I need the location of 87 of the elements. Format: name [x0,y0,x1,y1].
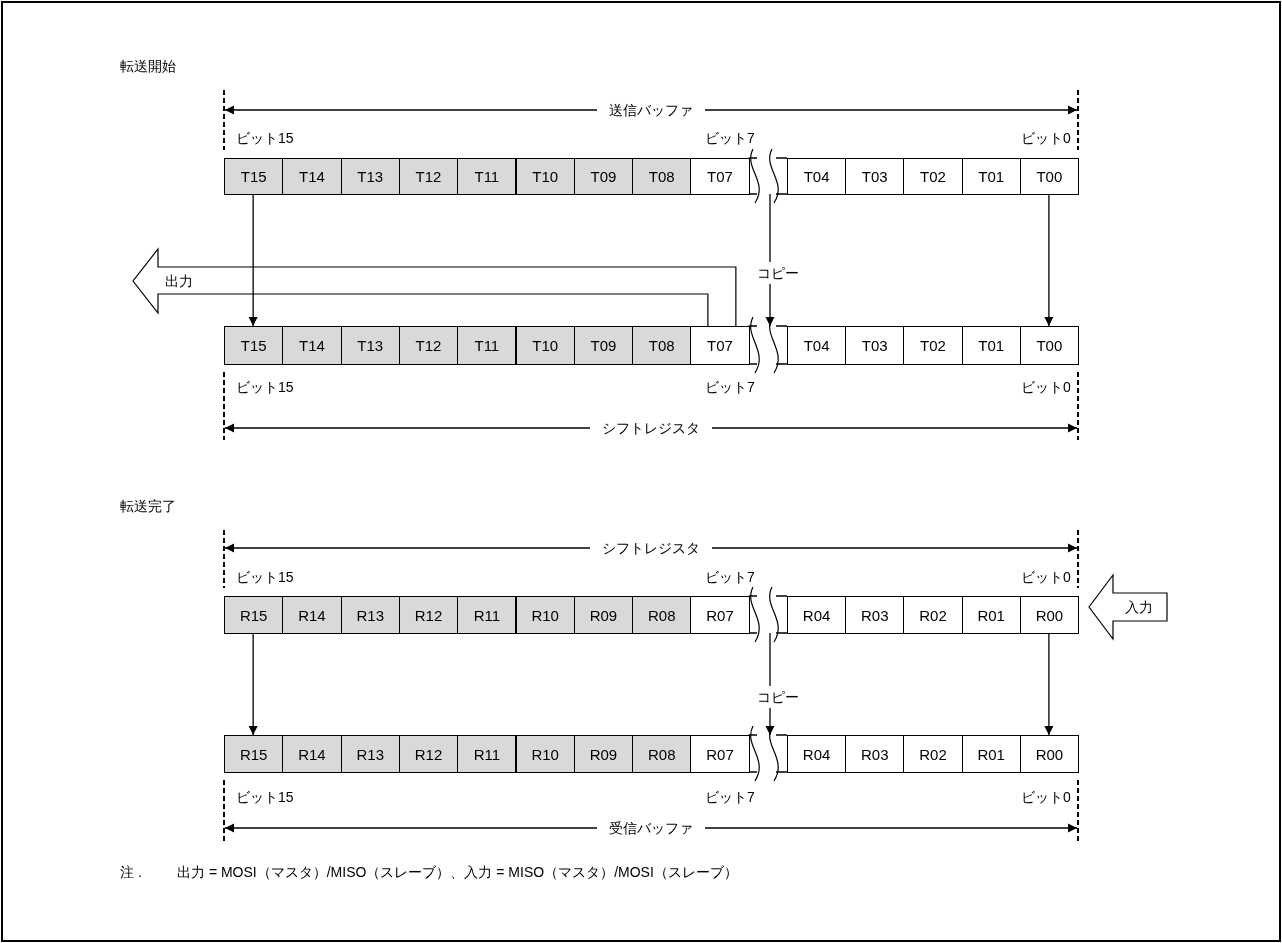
bit-label: ビット15 [236,378,294,396]
bit-cell: T01 [961,158,1021,195]
bit-cell: R04 [787,735,847,773]
note-mark: 注 . [120,863,142,881]
bit-cell: R07 [690,596,750,634]
bit-cell: R01 [961,735,1021,773]
bit-cell: R10 [515,735,575,773]
dimension-label: 受信バッファ [597,819,705,837]
bit-cell: R14 [282,596,342,634]
bit-cell: R04 [787,596,847,634]
bit-cell: R03 [845,596,905,634]
bit-cell: T07 [690,326,750,365]
bit-cell: R13 [340,735,400,773]
arrow [248,193,258,327]
bit-label: ビット15 [236,129,294,147]
bit-cell: R15 [224,735,284,773]
bit-cell: T13 [340,158,400,195]
bit-cell: R00 [1019,596,1079,634]
bit-cell: T02 [903,158,963,195]
bit-cell: R11 [457,735,517,773]
bit-label: ビット7 [705,129,755,147]
bit-cell: T01 [961,326,1021,365]
bit-cell: T03 [845,326,905,365]
bit-cell: T14 [282,326,342,365]
bit-cell: R12 [398,596,459,634]
bit-cell: T12 [398,158,459,195]
bit-cell: T04 [787,326,847,365]
bit-cell: T13 [340,326,400,365]
bit-cell: T04 [787,158,847,195]
arrow-band [229,266,737,327]
section-title: 転送開始 [120,57,176,75]
bit-cell: R02 [903,735,963,773]
bit-label: ビット7 [705,568,755,586]
bit-label: ビット0 [1021,788,1071,806]
dimension-label: シフトレジスタ [590,419,712,437]
bit-label: ビット7 [705,378,755,396]
bit-cell: R09 [573,596,634,634]
arrow-label: 入力 [1125,598,1153,616]
bit-label: ビット0 [1021,378,1071,396]
arrow [1044,632,1054,736]
bit-cell: R02 [903,596,963,634]
section-title: 転送完了 [120,497,176,515]
bit-cell: T15 [224,326,284,365]
bit-cell: R10 [515,596,575,634]
bit-cell: T09 [573,158,634,195]
bit-label: ビット7 [705,788,755,806]
bit-cell: T10 [515,326,575,365]
dimension-label: シフトレジスタ [590,539,712,557]
bit-cell: T12 [398,326,459,365]
edge-label: コピー [757,686,799,708]
bit-cell: R08 [632,735,692,773]
arrow [248,632,258,736]
bit-label: ビット15 [236,788,294,806]
bit-cell: T14 [282,158,342,195]
bit-label: ビット0 [1021,568,1071,586]
bit-label: ビット0 [1021,129,1071,147]
bit-cell: R13 [340,596,400,634]
bit-label: ビット15 [236,568,294,586]
bit-cell: R01 [961,596,1021,634]
bit-cell: T09 [573,326,634,365]
arrow [1044,193,1054,327]
bit-cell: T00 [1019,326,1079,365]
bit-cell: T08 [632,158,692,195]
dimension-label: 送信バッファ [597,101,705,119]
bit-cell: R11 [457,596,517,634]
bit-cell: T07 [690,158,750,195]
arrow-label: 出力 [165,272,193,290]
bit-cell: T10 [515,158,575,195]
bit-cell: R15 [224,596,284,634]
bit-cell: T11 [457,326,517,365]
bit-cell: T11 [457,158,517,195]
bit-cell: R03 [845,735,905,773]
bit-cell: R00 [1019,735,1079,773]
bit-cell: T02 [903,326,963,365]
bit-cell: T03 [845,158,905,195]
bit-cell: R14 [282,735,342,773]
bit-cell: T00 [1019,158,1079,195]
bit-cell: R09 [573,735,634,773]
hollow-arrow [133,249,230,313]
hollow-arrow [1089,575,1167,639]
bit-cell: R12 [398,735,459,773]
note: 出力 = MOSI（マスタ）/MISO（スレーブ）、入力 = MISO（マスタ）/MOSI（スレーブ） [177,863,738,881]
edge-label: コピー [757,262,799,284]
bit-cell: R08 [632,596,692,634]
bit-cell: T08 [632,326,692,365]
bit-cell: T15 [224,158,284,195]
bit-cell: R07 [690,735,750,773]
